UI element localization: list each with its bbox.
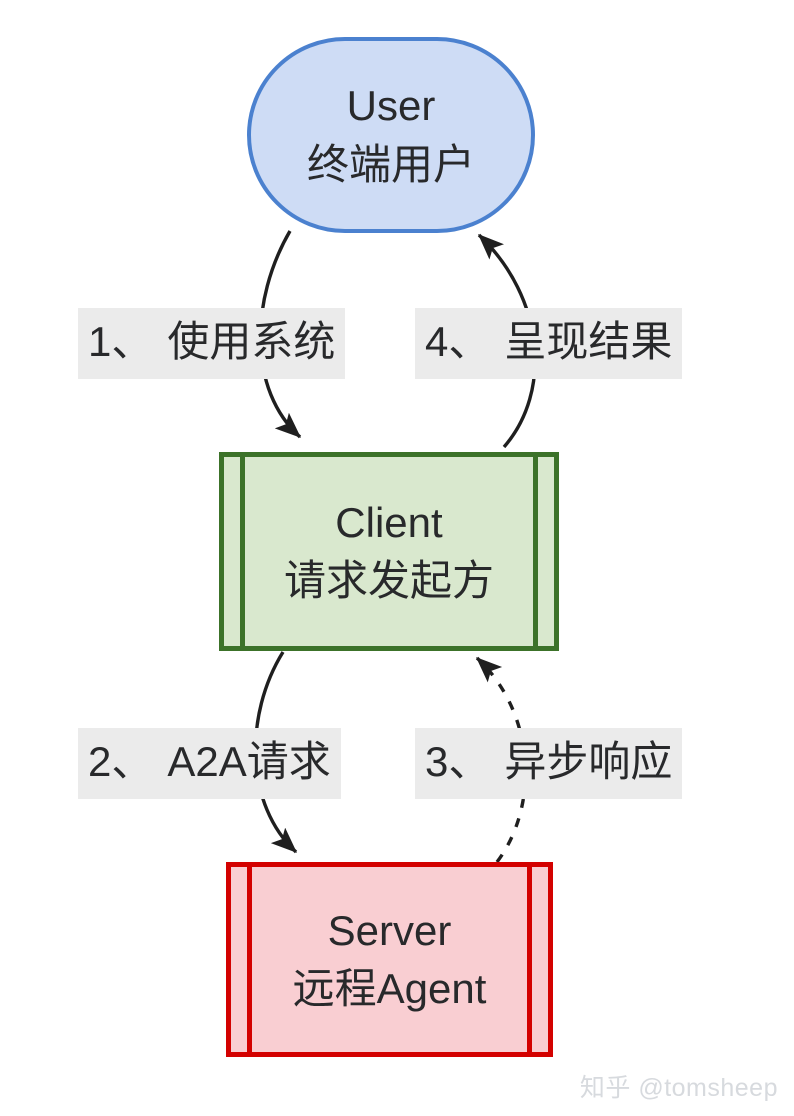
node-server-text: Server 远程Agent bbox=[226, 862, 553, 1057]
edge-label-4-text: 呈现结果 bbox=[504, 318, 673, 365]
edge-label-2-text: A2A请求 bbox=[167, 738, 331, 785]
node-client-right-bar bbox=[533, 452, 538, 651]
node-client-outline bbox=[219, 452, 559, 651]
node-server-right-bar bbox=[527, 862, 532, 1057]
edge-3-path bbox=[475, 656, 528, 864]
node-server-outline bbox=[226, 862, 553, 1057]
watermark: 知乎 @tomsheep bbox=[579, 1074, 778, 1102]
edge-label-1: 1、使用系统 bbox=[78, 308, 346, 379]
edge-label-3-number: 3、 bbox=[425, 738, 491, 785]
node-server-left-bar bbox=[247, 862, 252, 1057]
node-user-label-en: User bbox=[346, 81, 436, 129]
edge-label-1-text: 使用系统 bbox=[167, 318, 336, 365]
edge-label-2: 2、 A2A请求 bbox=[78, 728, 341, 799]
node-client-label-en: Client bbox=[335, 499, 443, 547]
node-client[interactable]: Client 请求发起方 bbox=[219, 452, 559, 651]
node-client-label-cn: 请求发起方 bbox=[283, 556, 494, 604]
node-client-left-bar bbox=[240, 452, 245, 651]
edge-label-1-number: 1、 bbox=[88, 318, 154, 365]
edge-label-4: 4、呈现结果 bbox=[415, 308, 683, 379]
node-server-label-cn: 远程Agent bbox=[292, 964, 487, 1012]
edge-label-4-number: 4、 bbox=[425, 318, 491, 365]
edge-label-3: 3、异步响应 bbox=[415, 728, 683, 799]
node-user-label-cn: 终端用户 bbox=[306, 141, 475, 188]
node-client-text: Client 请求发起方 bbox=[219, 452, 559, 651]
node-user[interactable]: User 终端用户 bbox=[247, 37, 535, 233]
node-server[interactable]: Server 远程Agent bbox=[226, 862, 553, 1057]
node-server-label-en: Server bbox=[327, 907, 452, 955]
edge-label-2-number: 2、 bbox=[88, 738, 154, 785]
edge-label-3-text: 异步响应 bbox=[504, 738, 673, 785]
